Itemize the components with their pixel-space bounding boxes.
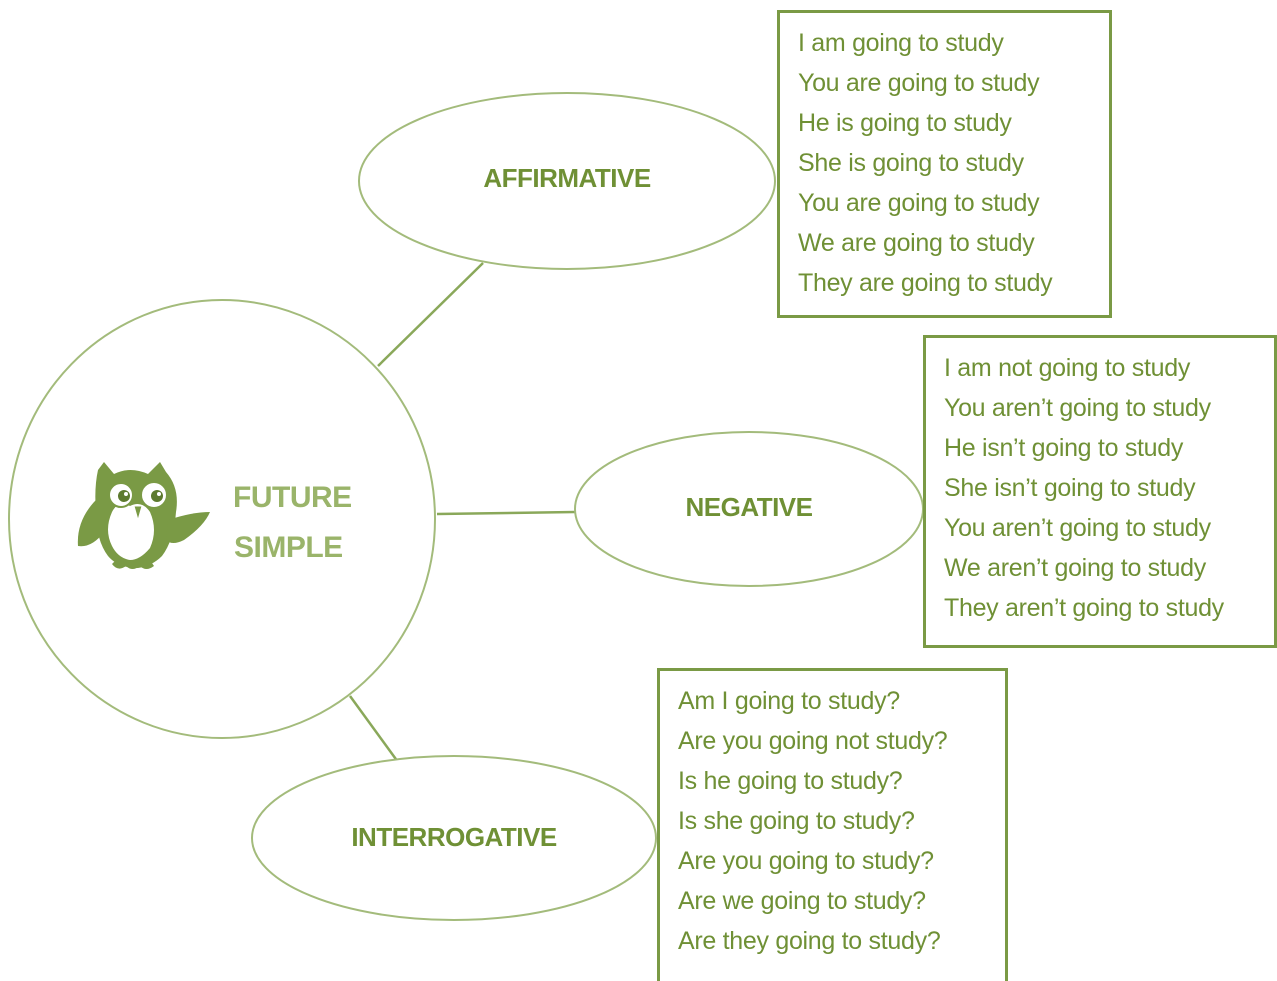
interrogative-line: Are you going to study? xyxy=(678,847,934,875)
affirmative-line: She is going to study xyxy=(798,149,1024,177)
connector-negative xyxy=(436,510,576,516)
interrogative-line: Are you going not study? xyxy=(678,727,948,755)
negative-line: You aren’t going to study xyxy=(944,514,1211,542)
node-affirmative-label: AFFIRMATIVE xyxy=(483,163,650,193)
connector-affirmative xyxy=(377,262,484,367)
center-circle xyxy=(8,299,436,739)
affirmative-line: They are going to study xyxy=(798,269,1053,297)
connector-interrogative xyxy=(348,695,400,763)
center-title-line2: SIMPLE xyxy=(234,531,343,564)
node-negative-label: NEGATIVE xyxy=(686,492,813,522)
node-interrogative-label: INTERROGATIVE xyxy=(351,822,557,852)
affirmative-line: We are going to study xyxy=(798,229,1035,257)
interrogative-line: Are we going to study? xyxy=(678,887,926,915)
interrogative-line: Are they going to study? xyxy=(678,927,941,955)
negative-line: They aren’t going to study xyxy=(944,594,1224,622)
interrogative-line: Is he going to study? xyxy=(678,767,903,795)
affirmative-line: You are going to study xyxy=(798,69,1040,97)
affirmative-line: He is going to study xyxy=(798,109,1012,137)
negative-examples-box: I am not going to study You aren’t going… xyxy=(923,335,1277,648)
negative-line: You aren’t going to study xyxy=(944,394,1211,422)
affirmative-line: I am going to study xyxy=(798,29,1004,57)
negative-line: We aren’t going to study xyxy=(944,554,1206,582)
interrogative-line: Am I going to study? xyxy=(678,687,900,715)
negative-line: She isn’t going to study xyxy=(944,474,1196,502)
negative-line: He isn’t going to study xyxy=(944,434,1184,462)
owl-icon xyxy=(77,462,210,569)
interrogative-line: Is she going to study? xyxy=(678,807,915,835)
affirmative-line: You are going to study xyxy=(798,189,1040,217)
interrogative-examples-box: Am I going to study? Are you going not s… xyxy=(657,668,1008,981)
center-title-line1: FUTURE xyxy=(233,481,352,514)
node-affirmative xyxy=(358,92,776,270)
node-interrogative xyxy=(251,755,657,921)
affirmative-examples-box: I am going to study You are going to stu… xyxy=(777,10,1112,318)
negative-line: I am not going to study xyxy=(944,354,1191,382)
